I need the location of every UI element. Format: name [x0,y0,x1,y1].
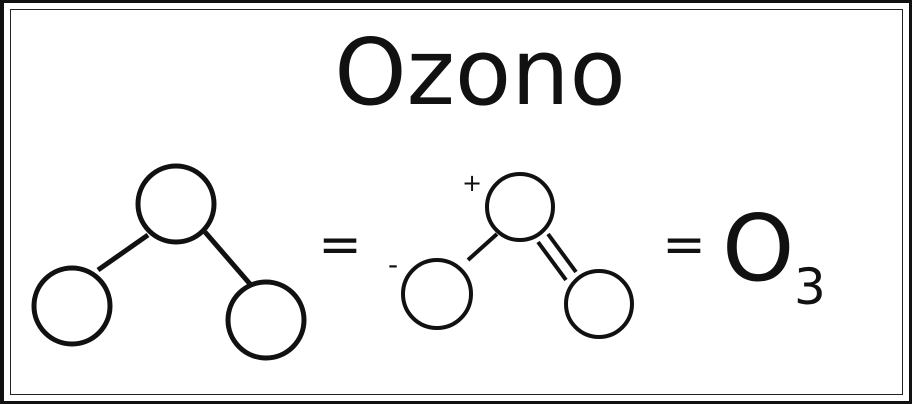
formula-element: O [722,195,794,302]
oxygen-atom-right [225,279,307,361]
single-bond [466,232,499,262]
oxygen-atom-center [135,163,217,245]
oxygen-atom-left [31,265,113,347]
oxygen-atom-top [485,172,555,242]
diagram-title: Ozono [334,19,626,126]
formula-subscript: 3 [794,258,826,316]
double-bond-line-2 [536,240,568,282]
positive-charge: + [462,169,482,197]
bond-line [96,232,150,273]
oxygen-atom-negative [401,258,473,330]
bond-line [203,230,252,286]
negative-charge: - [388,248,398,281]
equals-sign-2: = [662,215,706,275]
equals-sign-1: = [318,215,362,275]
molecule-bent-model [31,163,307,361]
oxygen-atom-double-bonded [564,269,634,339]
double-bond-line-1 [546,232,578,274]
molecule-lewis-structure [401,172,634,339]
